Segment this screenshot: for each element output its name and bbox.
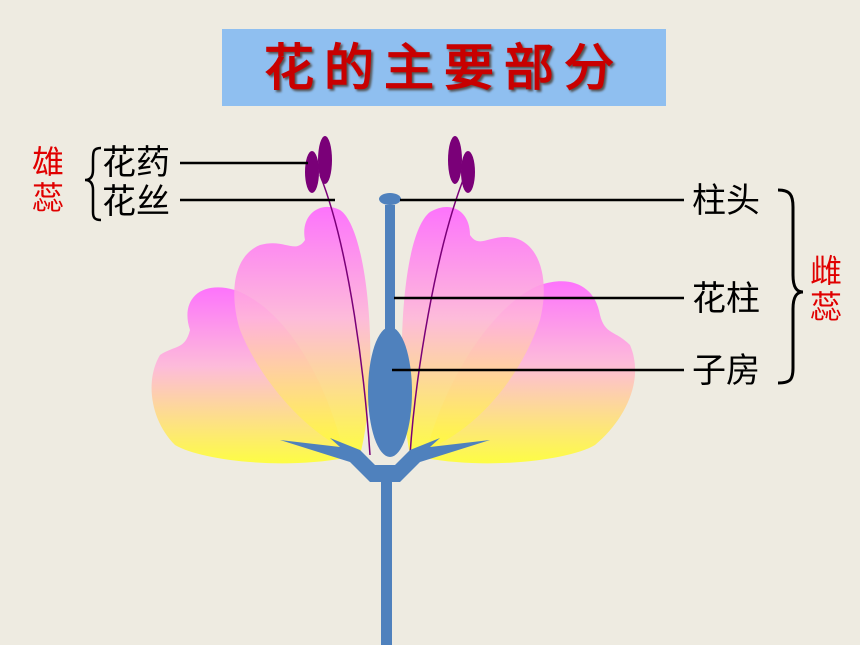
label-anther: 花药 — [102, 143, 170, 183]
title-box: 花的主要部分 — [222, 29, 666, 106]
label-style: 花柱 — [692, 279, 760, 319]
pistil-brace — [777, 188, 804, 385]
anther-right-1 — [448, 136, 462, 184]
filament-left — [319, 174, 371, 456]
page-title: 花的主要部分 — [264, 38, 624, 97]
stamen-label-char-2: 蕊 — [31, 179, 64, 217]
stamen-group-label: 雄 蕊 — [28, 144, 68, 216]
anther-left-2 — [318, 136, 332, 184]
label-stigma: 柱头 — [692, 181, 760, 221]
label-filament: 花丝 — [102, 182, 170, 222]
petal-outer-left — [151, 287, 345, 464]
anther-left-1 — [305, 151, 319, 193]
stigma — [379, 193, 401, 205]
filament-right — [409, 174, 466, 456]
stamen-label-char-1: 雄 — [31, 143, 64, 181]
petal-mid-left — [234, 206, 371, 455]
pistil-group-label: 雌 蕊 — [806, 253, 846, 325]
anther-right-2 — [461, 151, 475, 193]
sepals — [280, 438, 490, 482]
pistil-label-char-2: 蕊 — [809, 288, 842, 326]
ovary — [368, 327, 412, 457]
stamen-brace — [84, 146, 102, 222]
label-ovary: 子房 — [692, 351, 760, 391]
pistil-label-char-1: 雌 — [809, 252, 842, 290]
petal-outer-right — [425, 281, 636, 464]
stem — [381, 470, 392, 645]
style — [385, 205, 395, 340]
